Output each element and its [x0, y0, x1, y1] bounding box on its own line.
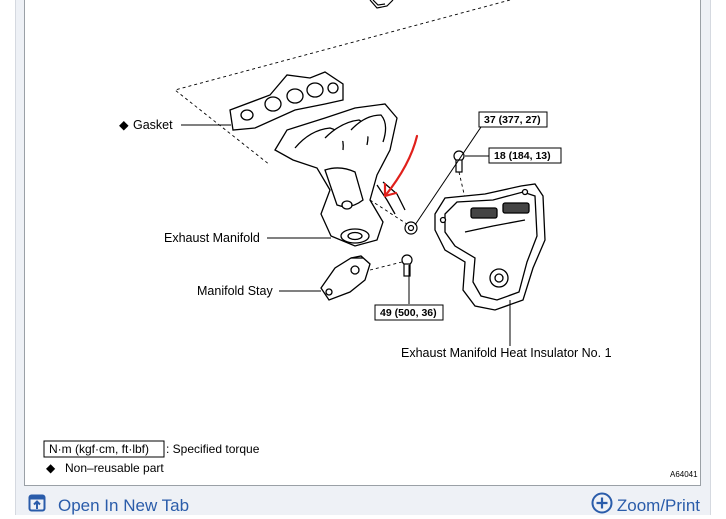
zoom-print-link[interactable]: Zoom/Print — [591, 492, 700, 519]
viewer-toolbar: Open In New Tab Zoom/Print — [16, 488, 710, 515]
heat-insulator-label: Exhaust Manifold Heat Insulator No. 1 — [401, 346, 612, 360]
zoom-print-label: Zoom/Print — [616, 495, 700, 515]
torque-box-1 — [478, 111, 548, 128]
dashed-leader-nut — [369, 199, 408, 225]
exhaust-manifold-label: Exhaust Manifold — [164, 231, 260, 245]
open-new-tab-label: Open In New Tab — [58, 495, 190, 515]
upper-part-fragment — [369, 0, 394, 9]
gasket-drawing — [229, 71, 344, 131]
stay-bolt-drawing — [401, 254, 413, 277]
dashed-leader-top — [174, 0, 511, 166]
heat-insulator-drawing — [434, 183, 546, 311]
gasket-non-reusable-marker: ◆ — [119, 118, 129, 132]
legend-non-reusable: Non–reusable part — [65, 461, 164, 475]
torque-box-2 — [488, 147, 562, 164]
manifold-stay-label: Manifold Stay — [197, 284, 273, 298]
zoom-plus-icon — [591, 492, 613, 519]
open-in-new-tab-link[interactable]: Open In New Tab — [28, 494, 189, 517]
manifold-stay-drawing — [320, 255, 371, 301]
nut-drawing — [404, 221, 418, 235]
legend-non-reusable-marker: ◆ — [46, 461, 56, 475]
dashed-leader-stay — [369, 261, 403, 271]
red-arrow-annotation — [383, 134, 419, 198]
legend-units: N·m (kgf·cm, ft·lbf) — [49, 442, 149, 456]
dashed-leader-insulator — [458, 171, 466, 199]
gasket-label: Gasket — [133, 118, 173, 132]
figure-code: A64041 — [670, 470, 698, 479]
diagram-drawing: ◆ Gasket Exhaust Manifold Manifold Stay … — [43, 0, 698, 479]
torque-value-2: 18 (184, 13) — [494, 150, 551, 162]
torque-value-1: 37 (377, 27) — [484, 114, 541, 126]
label-leaders — [181, 123, 511, 346]
parts-diagram: ◆ Gasket Exhaust Manifold Manifold Stay … — [24, 0, 701, 486]
torque-value-3: 49 (500, 36) — [380, 307, 437, 319]
torque-box-3 — [374, 304, 444, 321]
open-new-tab-icon — [28, 494, 46, 517]
legend-specified-torque: : Specified torque — [166, 442, 260, 456]
image-viewer: ◆ Gasket Exhaust Manifold Manifold Stay … — [15, 0, 711, 515]
legend-units-box — [43, 440, 165, 458]
exhaust-manifold-drawing — [274, 103, 406, 247]
